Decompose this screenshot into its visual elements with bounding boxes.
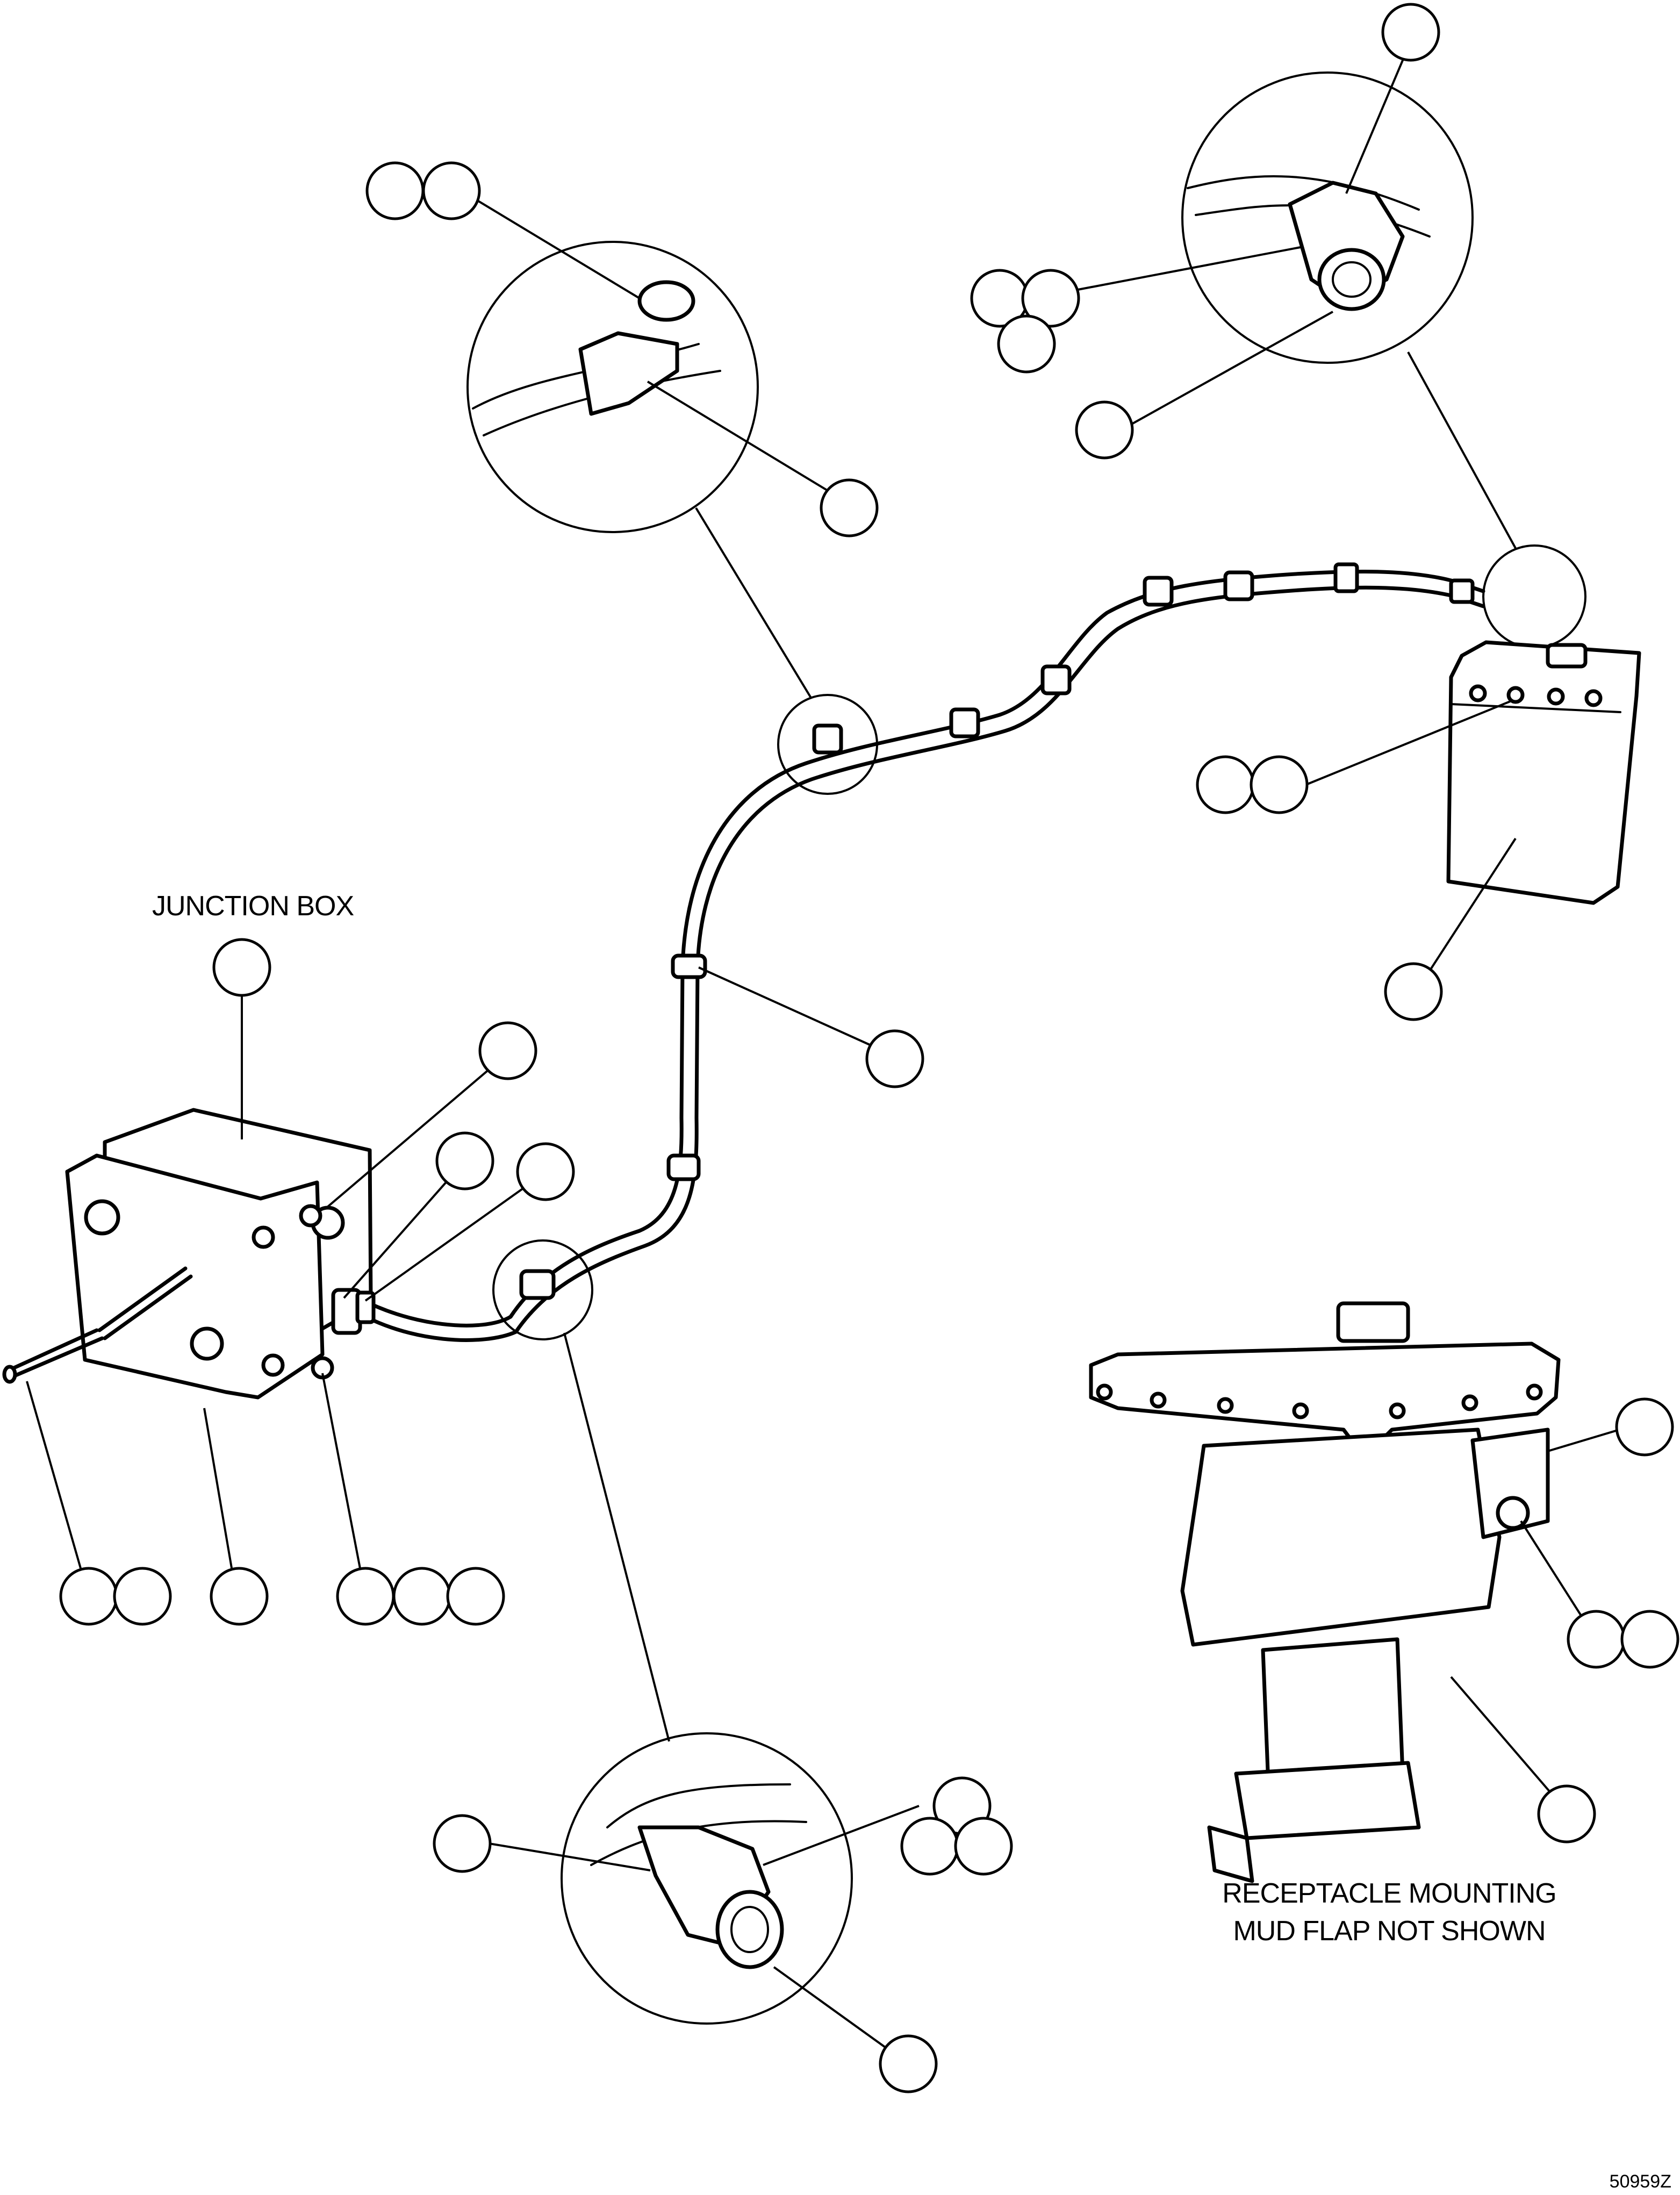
junction-box-plug-icon: [190, 1326, 224, 1361]
detail-ring-a: [777, 694, 878, 795]
callout-bubble: [865, 1029, 924, 1088]
callout-bubble: [212, 938, 271, 997]
callout-bubble: [365, 161, 425, 220]
figure-number: 50959Z: [1610, 2171, 1671, 2192]
callout-bubble: [446, 1567, 505, 1626]
callout-bubble: [1620, 1610, 1679, 1669]
cable-clips: [519, 562, 1475, 1300]
callout-bubble: [954, 1817, 1013, 1876]
callout-bubble: [1075, 400, 1134, 460]
callout-bubble: [336, 1567, 395, 1626]
callout-bubble: [59, 1567, 118, 1626]
callout-bubble: [516, 1142, 575, 1201]
detail-ring-b: [492, 1239, 593, 1340]
junction-box-label: JUNCTION BOX: [152, 891, 354, 922]
callout-bubble: [879, 2034, 938, 2093]
callout-bubble: [820, 478, 879, 537]
receptacle-note-line2: MUD FLAP NOT SHOWN: [1233, 1916, 1545, 1947]
detail-circle-bottom: [561, 1732, 853, 2025]
detail-ring-c: [1482, 544, 1586, 649]
junction-box: [2, 1108, 376, 1400]
leader-lines: [26, 34, 1629, 2065]
detail-circle-top-right: [1181, 71, 1474, 364]
callout-bubble: [997, 314, 1056, 374]
junction-box-hole-icon: [84, 1199, 120, 1236]
callout-bubble: [392, 1567, 451, 1626]
callout-bubble: [478, 1021, 537, 1080]
receptacle-note-line1: RECEPTACLE MOUNTING: [1222, 1878, 1556, 1909]
callout-bubble: [435, 1131, 494, 1190]
callout-bubble: [1537, 1784, 1596, 1843]
harness-cable: [350, 569, 1485, 1342]
callout-bubble: [1384, 962, 1443, 1021]
mounting-nut-icon: [1496, 1496, 1530, 1530]
callout-bubble: [433, 1814, 492, 1873]
callout-bubble: [113, 1567, 172, 1626]
callout-bubbles: [59, 3, 1679, 2093]
callout-bubble: [1381, 3, 1440, 62]
upper-receptacle: [1446, 640, 1641, 905]
callout-bubble: [1196, 755, 1255, 814]
callout-bubble: [1567, 1610, 1626, 1669]
callout-bubble: [1250, 755, 1309, 814]
callout-bubble: [422, 161, 481, 220]
callout-bubble: [900, 1817, 959, 1876]
detail-circle-top-left: [466, 241, 759, 533]
callout-bubble: [210, 1567, 269, 1626]
callout-bubble: [1021, 269, 1080, 328]
receptacle-mounting: [1089, 1301, 1561, 1883]
callout-bubble: [1615, 1397, 1674, 1457]
